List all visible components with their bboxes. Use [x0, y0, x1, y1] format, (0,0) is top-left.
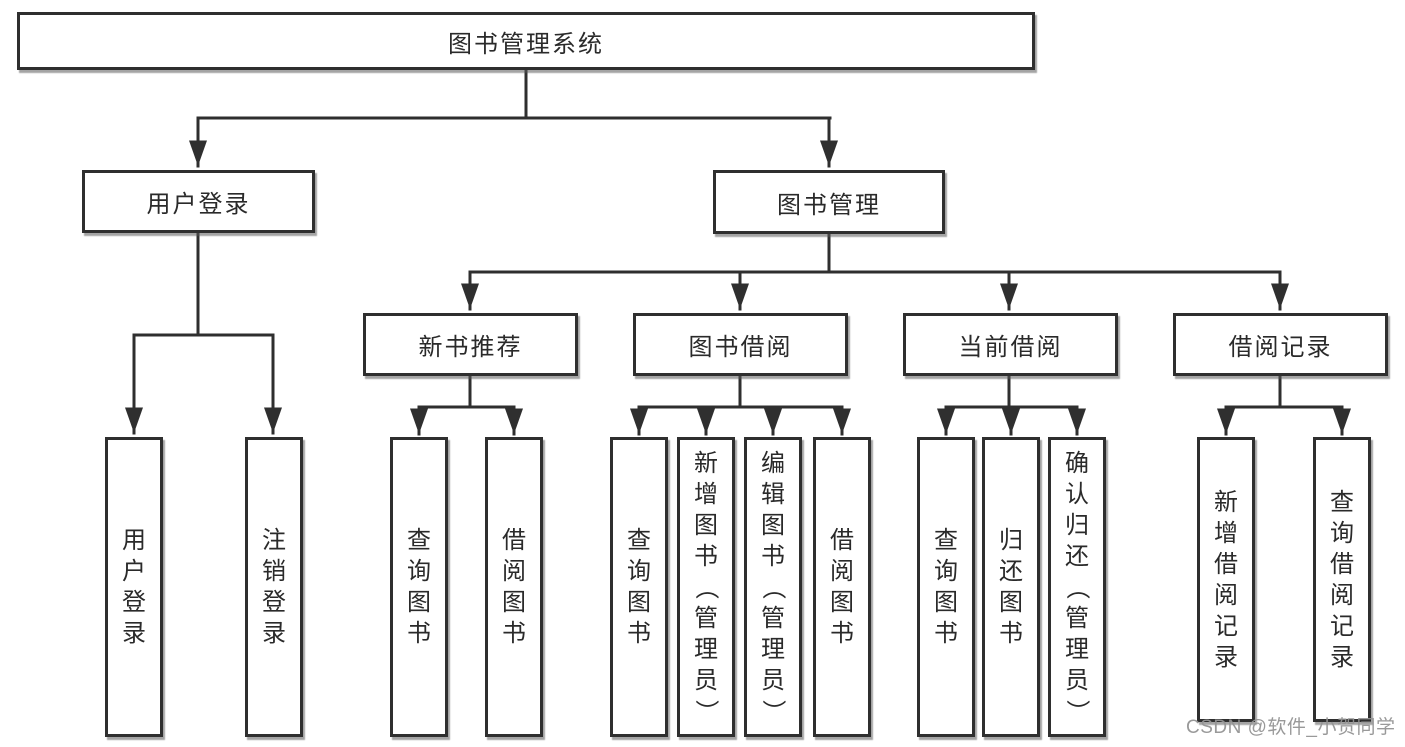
node-book-borrow: 图书借阅 — [633, 313, 848, 376]
leaf-query-borrow-record: 查询借阅记录 — [1313, 437, 1371, 722]
leaf-edit-book-admin: 编辑图书（管理员） — [744, 437, 802, 737]
node-user-login: 用户登录 — [82, 170, 315, 233]
leaf-add-book-admin: 新增图书（管理员） — [677, 437, 735, 737]
node-book-management: 图书管理 — [713, 170, 945, 234]
leaf-query-book-recommend: 查询图书 — [390, 437, 448, 737]
watermark: CSDN @软件_小贺同学 — [1186, 717, 1396, 738]
leaf-query-book-borrow: 查询图书 — [610, 437, 668, 737]
leaf-return-book: 归还图书 — [982, 437, 1040, 737]
leaf-add-borrow-record: 新增借阅记录 — [1197, 437, 1255, 722]
node-new-book-recommend: 新书推荐 — [363, 313, 578, 376]
leaf-borrow-book-recommend: 借阅图书 — [485, 437, 543, 737]
leaf-query-book-current: 查询图书 — [917, 437, 975, 737]
node-root-system: 图书管理系统 — [17, 12, 1035, 70]
leaf-logout: 注销登录 — [245, 437, 303, 737]
leaf-confirm-return-admin: 确认归还（管理员） — [1048, 437, 1106, 737]
leaf-borrow-book: 借阅图书 — [813, 437, 871, 737]
leaf-user-login: 用户登录 — [105, 437, 163, 737]
node-current-borrow: 当前借阅 — [903, 313, 1118, 376]
node-borrow-record: 借阅记录 — [1173, 313, 1388, 376]
